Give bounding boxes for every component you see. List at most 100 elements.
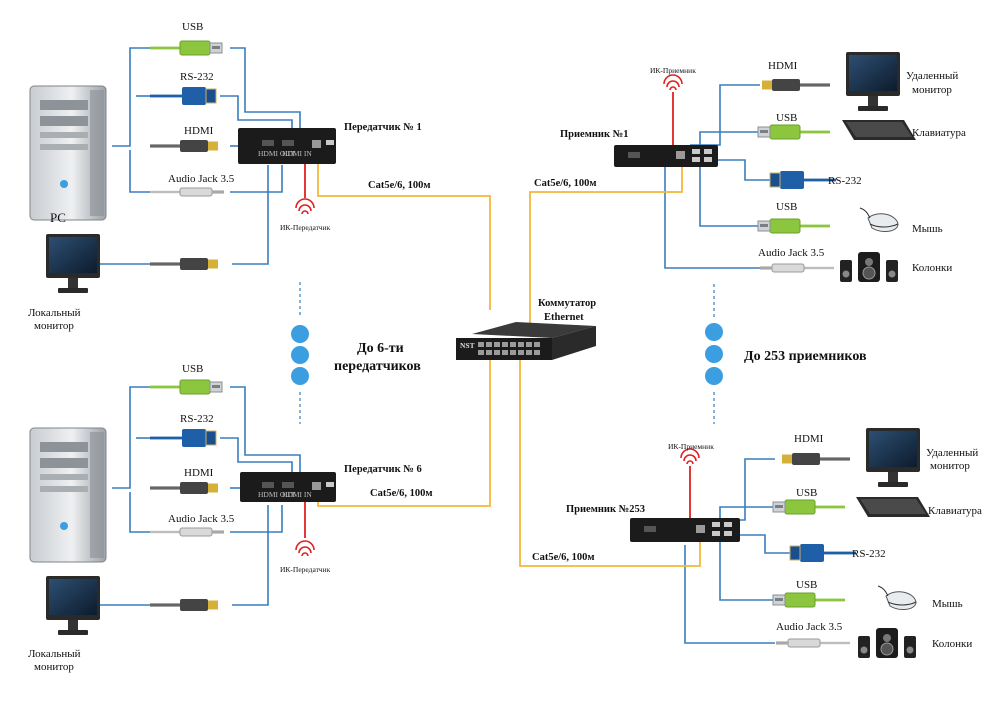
rx253-usb-keyboard-label: USB — [796, 487, 817, 499]
receiver-1-label: Приемник №1 — [560, 129, 628, 140]
rx253-keyboard-label: Клавиатура — [928, 505, 982, 517]
rx1-keyboard — [842, 120, 916, 140]
pc-1 — [29, 85, 107, 221]
rx253-audio-cable — [775, 638, 851, 648]
tx1-usb-cable — [149, 40, 223, 56]
tx6-cat-label: Cat5e/6, 100м — [370, 488, 433, 499]
more-transmitters-dot — [291, 367, 309, 385]
tx6-hdmi-cable — [150, 482, 218, 494]
switch-label-line-1: Коммутатор — [538, 298, 596, 309]
control-wires — [100, 47, 790, 644]
rx253-remote-monitor — [866, 428, 920, 487]
transmitter-1: HDMI OUT HDMI IN — [238, 128, 336, 164]
up-to-transmitters-line-1: До 6-ти — [357, 341, 404, 356]
rx253-keyboard — [856, 497, 930, 517]
rx1-usb-keyboard-label: USB — [776, 112, 797, 124]
tx1-rs232-label: RS-232 — [180, 71, 214, 83]
rx1-remote-monitor — [846, 52, 900, 111]
rx1-remote-monitor-label-a: Удаленный — [906, 70, 958, 82]
tx6-ir-label: ИК-Передатчик — [280, 565, 331, 574]
local-monitor-1 — [46, 234, 100, 293]
rx253-remote-monitor-label-b: монитор — [930, 460, 970, 472]
local-monitor-1-hdmi-cable — [150, 258, 218, 270]
more-receivers-dot — [705, 345, 723, 363]
rx1-ir-label: ИК-Приемник — [650, 66, 696, 75]
tx6-ir-transmitter-icon — [295, 540, 315, 557]
rx253-speakers-label: Колонки — [932, 638, 972, 650]
rx1-keyboard-label: Клавиатура — [912, 127, 966, 139]
tx1-audio-cable — [149, 187, 225, 197]
local-monitor-2 — [46, 576, 100, 635]
tx1-hdmi-label: HDMI — [184, 125, 214, 137]
rx1-usb-keyboard-cable — [757, 124, 831, 140]
local-monitor-2-label-a: Локальный — [28, 648, 81, 660]
rx253-mouse — [877, 585, 917, 610]
rx253-usb-mouse-cable — [772, 592, 846, 608]
rx1-speakers-label: Колонки — [912, 262, 952, 274]
rx1-cat-label: Cat5e/6, 100м — [534, 178, 597, 189]
tx6-port-hdmi-in: HDMI IN — [282, 490, 312, 499]
tx6-rs232-label: RS-232 — [180, 413, 214, 425]
rx1-ir-receiver-icon — [663, 74, 683, 91]
tx6-rs232-cable — [149, 428, 217, 448]
rx1-rs232-label: RS-232 — [828, 175, 862, 187]
more-transmitters-dot — [291, 325, 309, 343]
local-monitor-1-label-b: монитор — [34, 320, 74, 332]
tx1-hdmi-cable — [150, 140, 218, 152]
rx1-hdmi-label: HDMI — [768, 60, 798, 72]
rx253-hdmi-label: HDMI — [794, 433, 824, 445]
tx1-port-hdmi-in: HDMI IN — [282, 149, 312, 158]
tx6-audio-label: Audio Jack 3.5 — [168, 513, 235, 525]
rx1-usb-mouse-cable — [757, 218, 831, 234]
ethernet-switch: NST — [456, 322, 596, 360]
tx1-rs232-cable — [149, 86, 217, 106]
rx253-usb-mouse-label: USB — [796, 579, 817, 591]
rx1-audio-cable — [759, 263, 835, 273]
rx1-rs232-cable — [769, 170, 837, 190]
rx253-hdmi-cable — [782, 453, 850, 465]
rx253-rs232-cable — [789, 543, 857, 563]
local-monitor-1-label-a: Локальный — [28, 307, 81, 319]
tx6-usb-cable — [149, 379, 223, 395]
rx253-ir-receiver-icon — [680, 448, 700, 465]
local-monitor-2-label-b: монитор — [34, 661, 74, 673]
up-to-receivers-label: До 253 приемников — [744, 349, 867, 364]
pc-label: PC — [50, 210, 66, 225]
transmitter-6-label: Передатчик № 6 — [344, 464, 422, 475]
rx253-usb-keyboard-cable — [772, 499, 846, 515]
rx253-mouse-label: Мышь — [932, 598, 963, 610]
local-monitor-2-hdmi-cable — [150, 599, 218, 611]
tx1-usb-label: USB — [182, 21, 203, 33]
more-receivers-dot — [705, 367, 723, 385]
rx253-cat-label: Cat5e/6, 100м — [532, 552, 595, 563]
tx6-audio-cable — [149, 527, 225, 537]
rx1-hdmi-cable — [762, 79, 830, 91]
rx1-speakers — [839, 251, 899, 283]
up-to-transmitters-line-2: передатчиков — [334, 359, 421, 374]
rx1-usb-mouse-label: USB — [776, 201, 797, 213]
receiver-1 — [614, 145, 718, 167]
switch-label-line-2: Ethernet — [544, 312, 584, 323]
rx1-mouse — [859, 207, 899, 232]
rx253-rs232-label: RS-232 — [852, 548, 886, 560]
tx1-port-hdmi-out: HDMI OUT — [258, 149, 296, 158]
rx253-speakers — [857, 627, 917, 659]
transmitter-1-label: Передатчик № 1 — [344, 122, 422, 133]
rx253-audio-label: Audio Jack 3.5 — [776, 621, 843, 633]
tx1-audio-label: Audio Jack 3.5 — [168, 173, 235, 185]
tx6-usb-label: USB — [182, 363, 203, 375]
rx1-mouse-label: Мышь — [912, 223, 943, 235]
pc-2 — [29, 427, 107, 563]
transmitter-6: HDMI OUT HDMI IN — [240, 472, 336, 502]
switch-brand: NST — [460, 341, 475, 350]
receiver-253-label: Приемник №253 — [566, 504, 645, 515]
rx253-remote-monitor-label-a: Удаленный — [926, 447, 978, 459]
more-receivers-dot — [705, 323, 723, 341]
tx6-hdmi-label: HDMI — [184, 467, 214, 479]
rx1-audio-label: Audio Jack 3.5 — [758, 247, 825, 259]
receiver-253 — [630, 518, 740, 542]
tx1-ir-transmitter-icon — [295, 198, 315, 215]
rx253-ir-label: ИК-Приемник — [668, 442, 714, 451]
tx1-cat-label: Cat5e/6, 100м — [368, 180, 431, 191]
